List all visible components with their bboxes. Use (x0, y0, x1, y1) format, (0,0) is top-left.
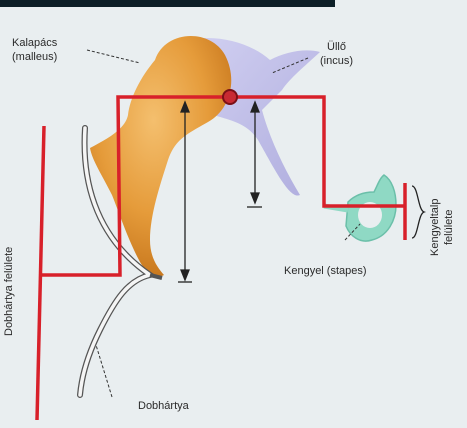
eardrum-label: Dobhártya (138, 400, 189, 412)
lever-arm (40, 97, 405, 275)
eardrum-surface-label: Dobhártya felülete (3, 247, 15, 336)
top-band (0, 0, 335, 7)
fulcrum-pivot (223, 90, 237, 104)
stapes-label: Kengyel (stapes) (284, 265, 367, 277)
footplate-brace (412, 186, 424, 238)
incus-label: Üllő (incus) (320, 40, 353, 68)
malleus-label: Kalapács (malleus) (12, 36, 57, 64)
lever-system (37, 97, 405, 420)
eardrum-surface-bar (37, 126, 44, 420)
stapes-footplate-label: Kengyeltalp felülete (428, 199, 456, 257)
